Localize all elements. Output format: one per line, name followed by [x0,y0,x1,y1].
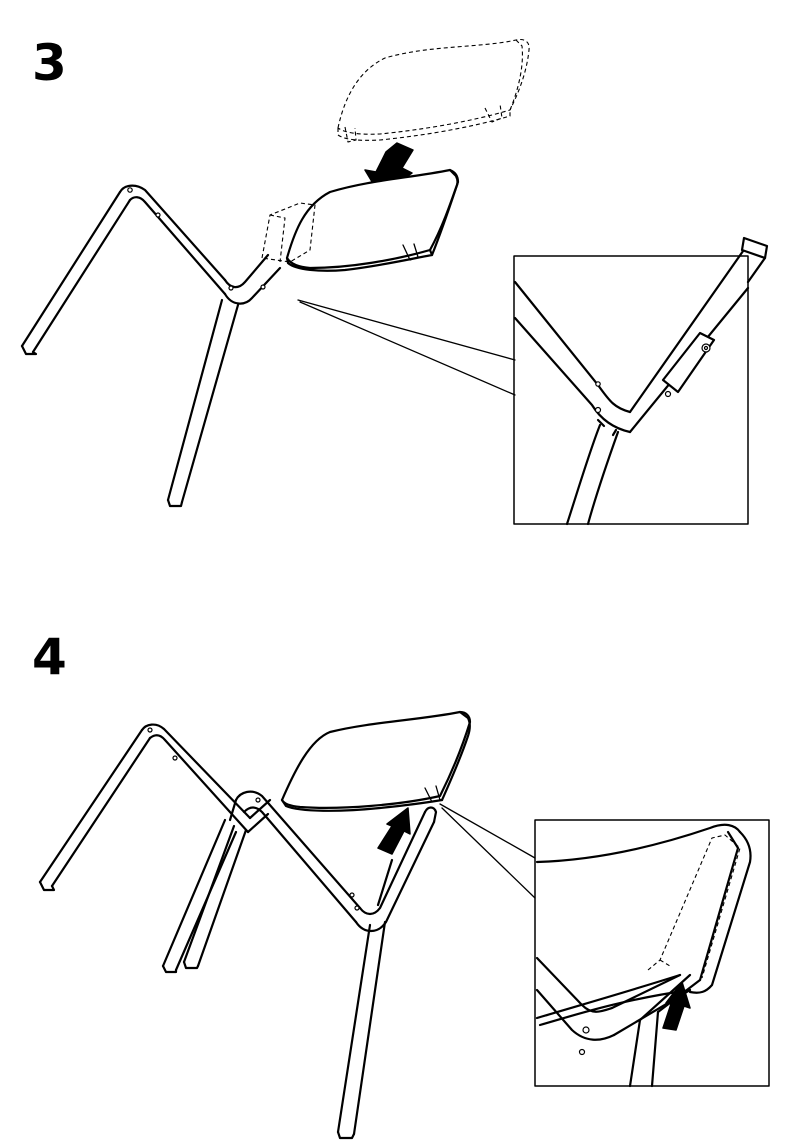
detail-box-step-3 [513,236,769,526]
callout-lines-step-3 [297,299,516,396]
frame-step-4-rear [38,723,272,974]
step-3-illustration [20,38,769,526]
up-arrow-icon [662,981,691,1031]
step-4-number: 4 [32,628,67,686]
ghost-seat [337,38,530,143]
callout-lines-step-4 [439,803,536,899]
detail-box-step-4 [534,819,770,1088]
step-3-number: 3 [32,34,67,92]
frame-step-4-front [228,790,438,1140]
frame-step-3 [20,184,282,508]
seat-step-3 [261,168,460,272]
seat-step-4 [280,710,472,812]
up-arrow-icon [377,807,411,855]
step-4-illustration [38,710,770,1140]
